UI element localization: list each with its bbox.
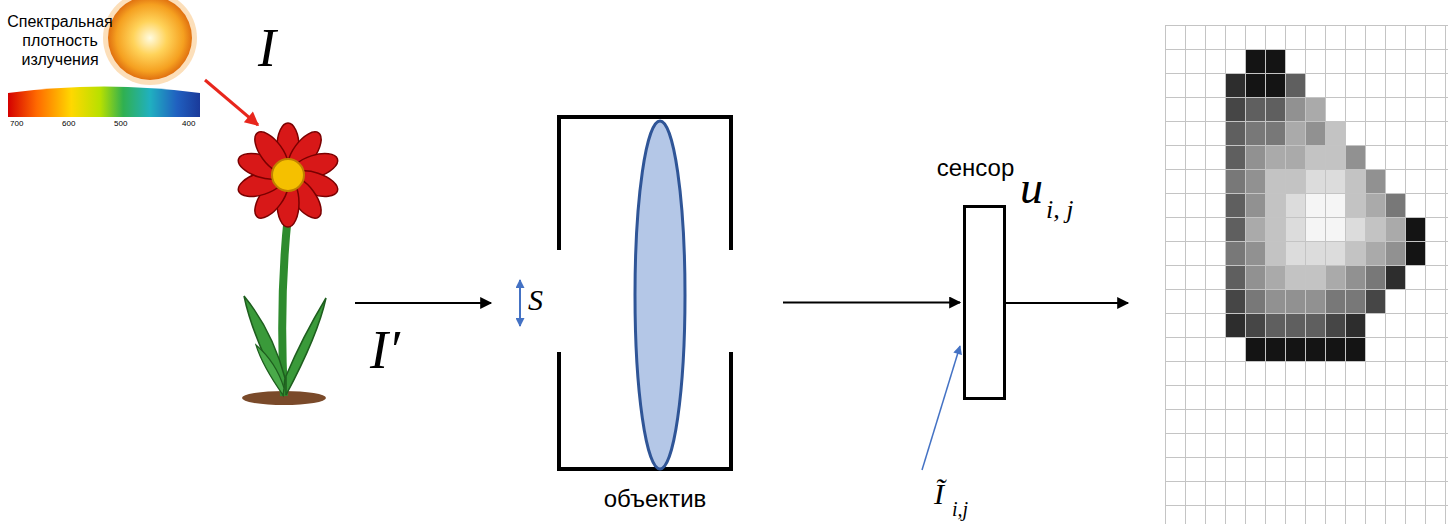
axis-tick: 600 — [62, 119, 75, 129]
pixel-image — [1165, 25, 1448, 524]
housing-outline — [557, 115, 733, 471]
subscript: i,j — [952, 497, 968, 521]
sun — [108, 0, 192, 80]
axis-tick: 500 — [114, 119, 127, 129]
signal-symbol: u — [1020, 160, 1043, 215]
subscript: i, j — [1046, 194, 1073, 225]
sensor-label: сенсор — [937, 154, 1015, 182]
lens-label: объектив — [604, 485, 707, 513]
light-arrow — [783, 302, 960, 304]
axis-tick: 700 — [10, 119, 23, 129]
aperture-arrow — [519, 280, 521, 326]
intensity-symbol: I′ — [370, 318, 400, 383]
spectrum-caption: Спектральная плотность излучения — [4, 12, 116, 70]
lens-housing: объектив — [557, 115, 733, 471]
irradiance-symbol: Ĩ — [934, 476, 944, 512]
leader-line — [922, 346, 960, 470]
lens — [635, 121, 685, 469]
sensor-box: сенсор — [963, 205, 1006, 400]
intensity-symbol: I — [258, 16, 276, 81]
light-arrow — [355, 302, 491, 304]
light-arrow — [205, 80, 258, 125]
axis-tick: 400 — [182, 119, 195, 129]
output-arrow — [1006, 302, 1128, 304]
spectrum-bar — [8, 87, 200, 118]
sun-glow — [103, 0, 197, 85]
flower — [235, 123, 341, 405]
aperture-symbol: S — [528, 282, 543, 318]
